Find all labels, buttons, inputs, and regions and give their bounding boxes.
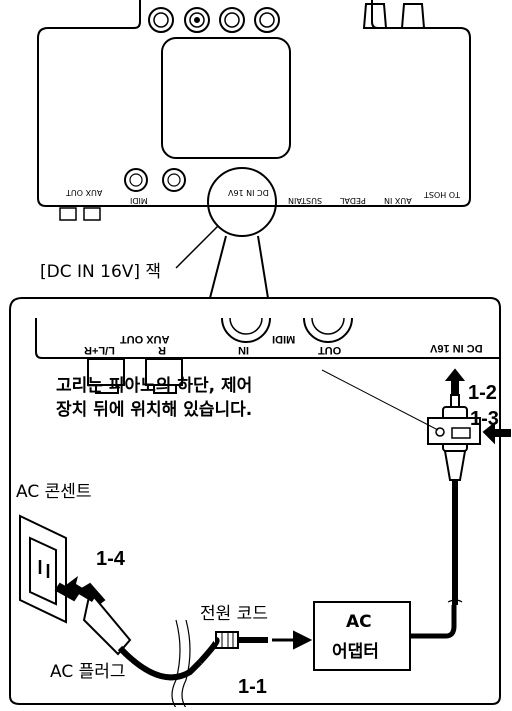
- adapter-label-line-1: AC: [346, 612, 372, 632]
- midi-in-label: IN: [238, 344, 249, 356]
- aux-l-label: L/L+R: [84, 344, 115, 356]
- hook-note-line-2: 장치 뒤에 위치해 있습니다.: [56, 400, 253, 420]
- power-cord-label: 전원 코드: [200, 604, 268, 624]
- hook-note-line-1: 고리는 피아노의 하단, 제어: [56, 376, 253, 396]
- wall-outlet: [19, 514, 67, 624]
- aux-r-label: R: [158, 344, 166, 356]
- enlarged-panel: [35, 317, 500, 394]
- midi-out-label: OUT: [318, 344, 342, 356]
- top-pedal-label: PEDAL: [340, 196, 366, 205]
- hook-pointer: [321, 369, 439, 431]
- top-aux-in-label: AUX IN: [384, 196, 412, 205]
- top-sustain-label: SUSTAIN: [288, 196, 323, 205]
- top-midi-label: MIDI: [130, 196, 148, 205]
- piano-rear-panel: [37, 0, 471, 221]
- top-to-host-label: TO HOST: [424, 190, 461, 199]
- cable-hook: [427, 417, 511, 445]
- dc-plug: [442, 368, 468, 605]
- ac-plug-label: AC 플러그: [50, 662, 126, 682]
- step-1-1: 1-1: [238, 676, 267, 698]
- arrow-1-4: [62, 576, 96, 602]
- ac-outlet-label: AC 콘센트: [16, 482, 92, 502]
- detail-frame: [9, 297, 501, 705]
- ac-adapter-box: [313, 599, 463, 671]
- cord-break-marks: [171, 619, 191, 709]
- top-dc-in-label: DC IN 16V: [228, 188, 269, 197]
- adapter-label-line-2: 어댑터: [332, 642, 379, 662]
- top-aux-out-label: AUX OUT: [66, 188, 103, 197]
- step-1-4: 1-4: [96, 548, 125, 570]
- step-1-2: 1-2: [468, 382, 497, 404]
- step-1-3: 1-3: [470, 408, 499, 430]
- zoom-circle: [175, 167, 277, 299]
- dc-in-label: DC IN 16V: [430, 342, 483, 354]
- ac-plug-cord: [54, 582, 313, 681]
- midi-label: MIDI: [272, 333, 296, 345]
- jack-callout: [DC IN 16V] 잭: [40, 262, 162, 282]
